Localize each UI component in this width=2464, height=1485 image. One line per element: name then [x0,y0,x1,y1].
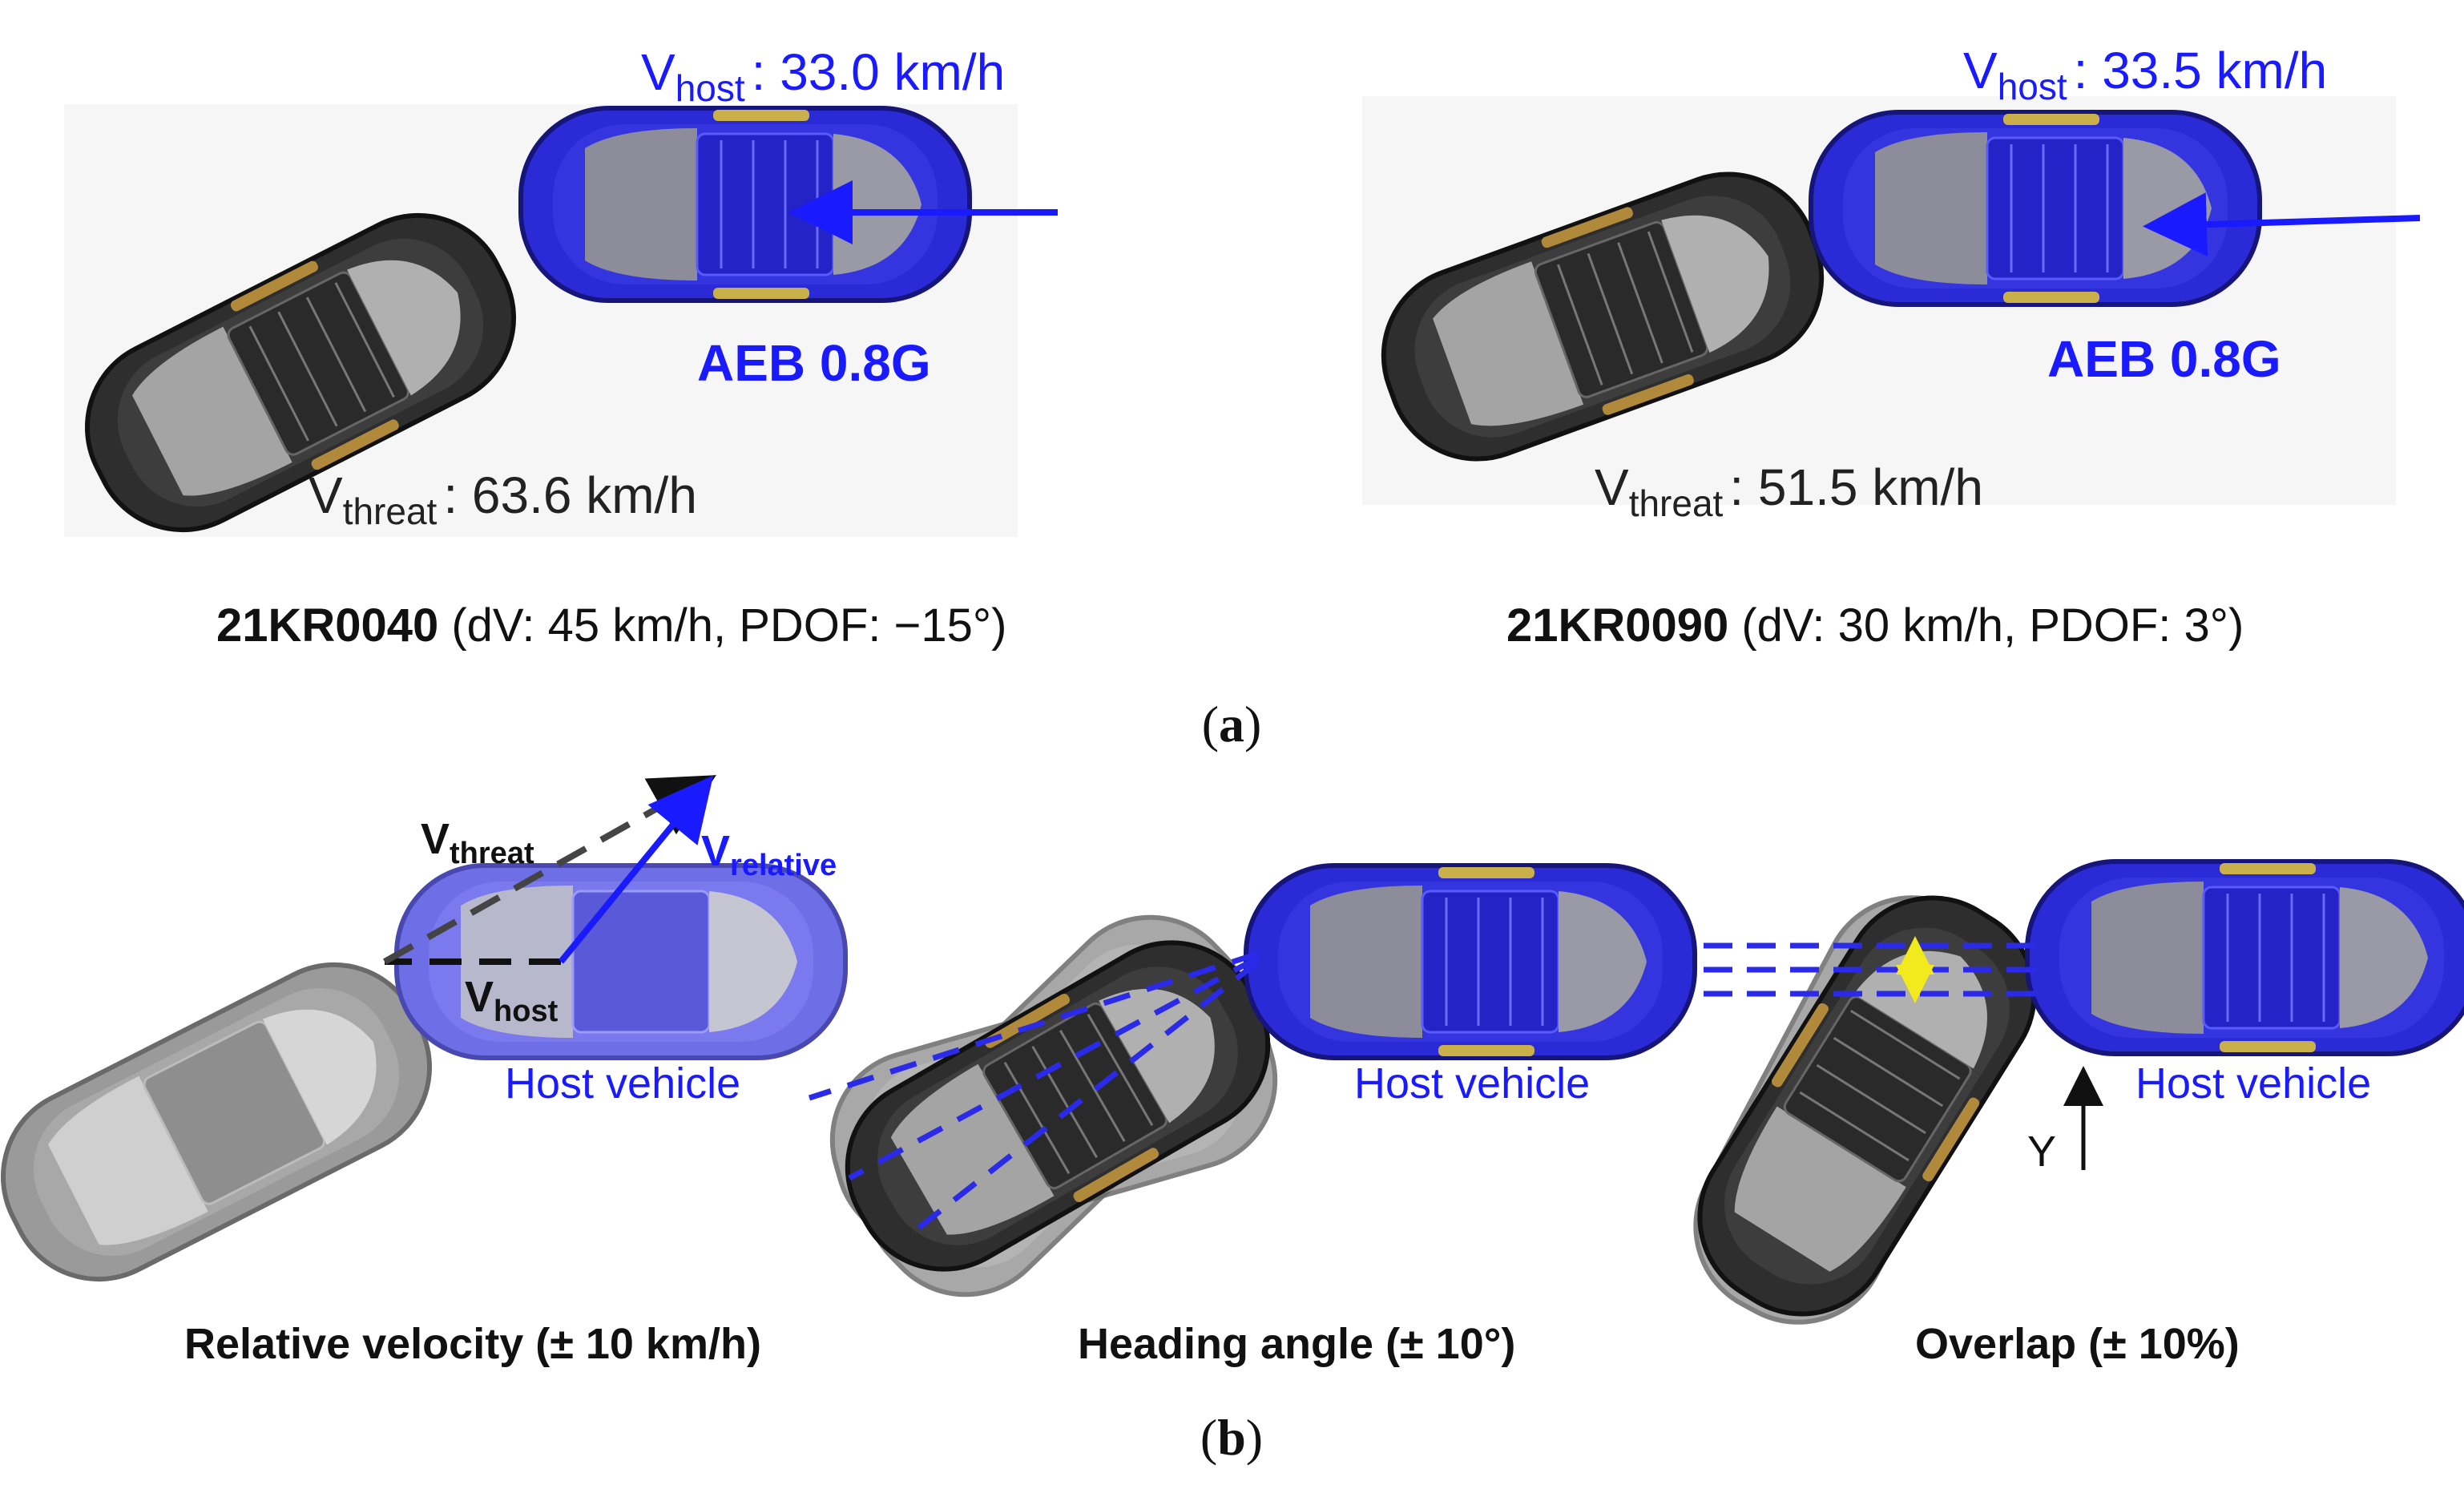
relative-velocity-scene: Vthreat Vrelative Vhost Host vehicle [0,775,845,1309]
v-host-label-case-1: Vhost: 33.0 km/h [641,43,1005,109]
v-threat-label-case-2: Vthreat: 51.5 km/h [1595,458,1983,524]
host-vehicle-label-overlap: Host vehicle [2135,1059,2371,1108]
threat-vehicle-overlap [1667,865,2067,1347]
threat-vehicle-ghost [0,934,460,1309]
heading-angle-caption: Heading angle (± 10°) [1078,1320,1515,1368]
relative-velocity-caption: Relative velocity (± 10 km/h) [184,1320,761,1368]
heading-angle-scene: Host vehicle [808,866,1695,1331]
host-vehicle-case-1 [521,108,970,301]
case-1-caption: 21KR0040(dV: 45 km/h, PDOF: −15°) [216,599,1006,652]
host-vehicle-label-relative: Host vehicle [505,1059,740,1108]
overlap-scene: Y Host vehicle [1665,862,2464,1354]
host-vehicle-label-heading: Host vehicle [1354,1059,1590,1108]
panel-b: Vthreat Vrelative Vhost Host vehicle Rel… [0,775,2464,1466]
aeb-label-case-1: AEB 0.8G [697,334,931,392]
host-vehicle-heading [1246,866,1695,1058]
case-2-caption: 21KR0090(dV: 30 km/h, PDOF: 3°) [1506,599,2244,652]
v-relative-vector [558,775,714,964]
aeb-label-case-2: AEB 0.8G [2047,330,2281,388]
panel-a: Vhost: 33.0 km/h AEB 0.8G Vthreat: 63.6 … [57,42,2421,753]
host-vehicle-ghost [397,866,845,1058]
v-threat-vector-label: Vthreat [421,815,534,870]
heading-line-1 [808,950,1260,1101]
heading-line-2 [848,954,1260,1181]
host-velocity-arrow-case-2 [2143,192,2421,257]
panel-a-label: (a) [1202,696,1262,753]
case-1-scene: Vhost: 33.0 km/h AEB 0.8G Vthreat: 63.6 … [57,43,1058,560]
host-vehicle-case-2 [1811,112,2260,305]
case-2-scene: Vhost: 33.5 km/h AEB 0.8G Vthreat: 51.5 … [1359,42,2421,524]
heading-line-3 [903,959,1260,1241]
panel-b-label: (b) [1200,1409,1263,1466]
v-relative-vector-label: Vrelative [701,827,837,882]
y-axis-label: Y [2027,1128,2056,1176]
host-vehicle-overlap [2027,862,2464,1054]
overlap-caption: Overlap (± 10%) [1915,1320,2240,1368]
v-host-label-case-2: Vhost: 33.5 km/h [1963,42,2327,107]
